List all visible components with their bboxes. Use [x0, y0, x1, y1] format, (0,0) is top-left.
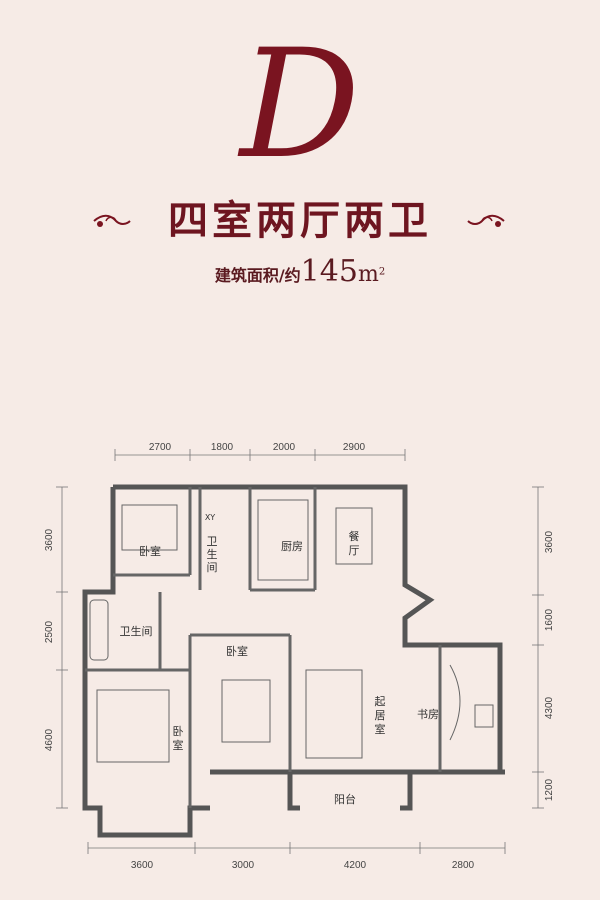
dim-right-3: 4300 [544, 696, 555, 719]
room-dining-2: 厅 [349, 544, 360, 557]
sofa-table-icon [305, 669, 363, 759]
room-bath-lower: 卫生间 [120, 624, 153, 638]
dim-bottom-1: 3600 [131, 860, 154, 871]
room-bedroom-sw-1: 卧 [173, 725, 184, 738]
dimension-lines [56, 449, 544, 854]
room-washer-mark: XY [205, 513, 215, 522]
dim-bottom-3: 4200 [344, 860, 367, 871]
bed-icon-2 [96, 689, 170, 763]
dim-right-4: 1200 [544, 778, 555, 801]
room-living-3: 室 [375, 722, 386, 736]
bed-icon-3 [221, 679, 271, 743]
dining-table-icon [335, 507, 373, 565]
walls [82, 484, 505, 838]
room-bedroom-sw-2: 室 [173, 738, 184, 752]
dim-right-2: 1600 [544, 608, 555, 631]
room-bedroom-nw: 卧室 [139, 544, 161, 558]
chair-icon [474, 704, 494, 728]
desk-icon [449, 664, 461, 741]
area-unit: m [357, 262, 379, 287]
room-bedroom-mid: 卧室 [226, 644, 248, 658]
dim-left-3: 4600 [44, 728, 55, 751]
area-unit-sup: 2 [378, 266, 386, 278]
area-label: 建筑面积/约 [214, 266, 301, 285]
dim-bottom-4: 2800 [452, 860, 475, 871]
area-value: 145 [300, 254, 358, 289]
furniture [89, 499, 494, 763]
floor-area: 建筑面积/约145m2 [0, 254, 600, 289]
dim-right-1: 3600 [544, 530, 555, 553]
ornament-right-icon [467, 214, 505, 227]
dim-left-1: 3600 [44, 528, 55, 551]
dim-bottom-2: 3000 [232, 860, 255, 871]
dim-top-4: 2900 [343, 442, 366, 453]
room-living-2: 居 [375, 709, 386, 722]
kitchen-counter-icon [257, 499, 309, 581]
ornament-left-icon [93, 214, 131, 227]
room-dining-1: 餐 [349, 529, 360, 543]
room-bath-upper-2: 生 [207, 547, 218, 561]
dim-top-3: 2000 [273, 442, 296, 453]
layout-title: 四室两厅两卫 [168, 197, 432, 244]
room-bath-upper-1: 卫 [207, 535, 218, 548]
room-bath-upper-3: 间 [207, 561, 218, 574]
dim-left-2: 2500 [44, 620, 55, 643]
room-living-1: 起 [375, 695, 386, 708]
room-balcony: 阳台 [334, 792, 356, 806]
plan-letter: D [239, 18, 361, 192]
inner-walls [85, 487, 442, 808]
bathtub-icon [89, 599, 109, 661]
bed-icon [121, 504, 178, 551]
room-kitchen: 厨房 [281, 540, 303, 553]
dim-top-1: 2700 [149, 442, 172, 453]
room-study: 书房 [417, 708, 439, 721]
dim-top-2: 1800 [211, 442, 234, 453]
